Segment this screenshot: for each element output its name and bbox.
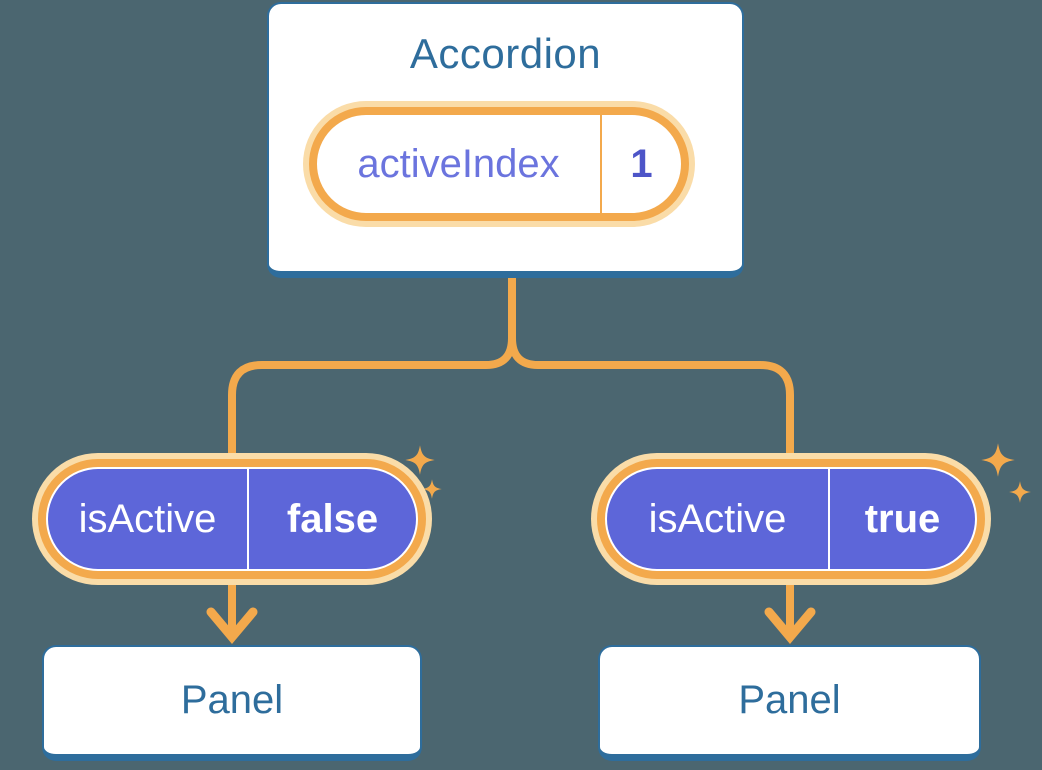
pill-body: isActive false <box>48 469 416 569</box>
state-pill-value: 1 <box>630 141 653 186</box>
panel-title: Panel <box>180 678 284 722</box>
prop-pill-label: isActive <box>648 496 787 541</box>
prop-pill-value: false <box>286 496 379 541</box>
prop-pill-label: isActive <box>78 496 217 541</box>
pill-divider <box>828 469 830 569</box>
sparkle-icon <box>422 479 442 499</box>
pill-body: isActive true <box>607 469 975 569</box>
active-index-state-pill: activeIndex 1 <box>309 107 689 221</box>
pill-divider <box>600 115 602 213</box>
sparkle-icon <box>405 445 435 475</box>
prop-pill-value: true <box>864 496 941 541</box>
sparkle-icon <box>981 443 1031 503</box>
sparkle-icon <box>981 443 1015 477</box>
sparkle-icon <box>1009 481 1031 503</box>
connector-line-right <box>508 270 794 631</box>
arrow-down-icon <box>206 607 258 644</box>
pill-divider <box>247 469 249 569</box>
state-pill-label: activeIndex <box>357 141 560 186</box>
panel-card-left: Panel <box>42 645 422 761</box>
is-active-pill-right: isActive true <box>597 459 985 579</box>
is-active-pill-left: isActive false <box>38 459 426 579</box>
arrow-down-icon <box>764 607 816 644</box>
accordion-title: Accordion <box>409 30 602 77</box>
panel-title: Panel <box>738 678 841 722</box>
panel-card-right: Panel <box>598 645 981 761</box>
